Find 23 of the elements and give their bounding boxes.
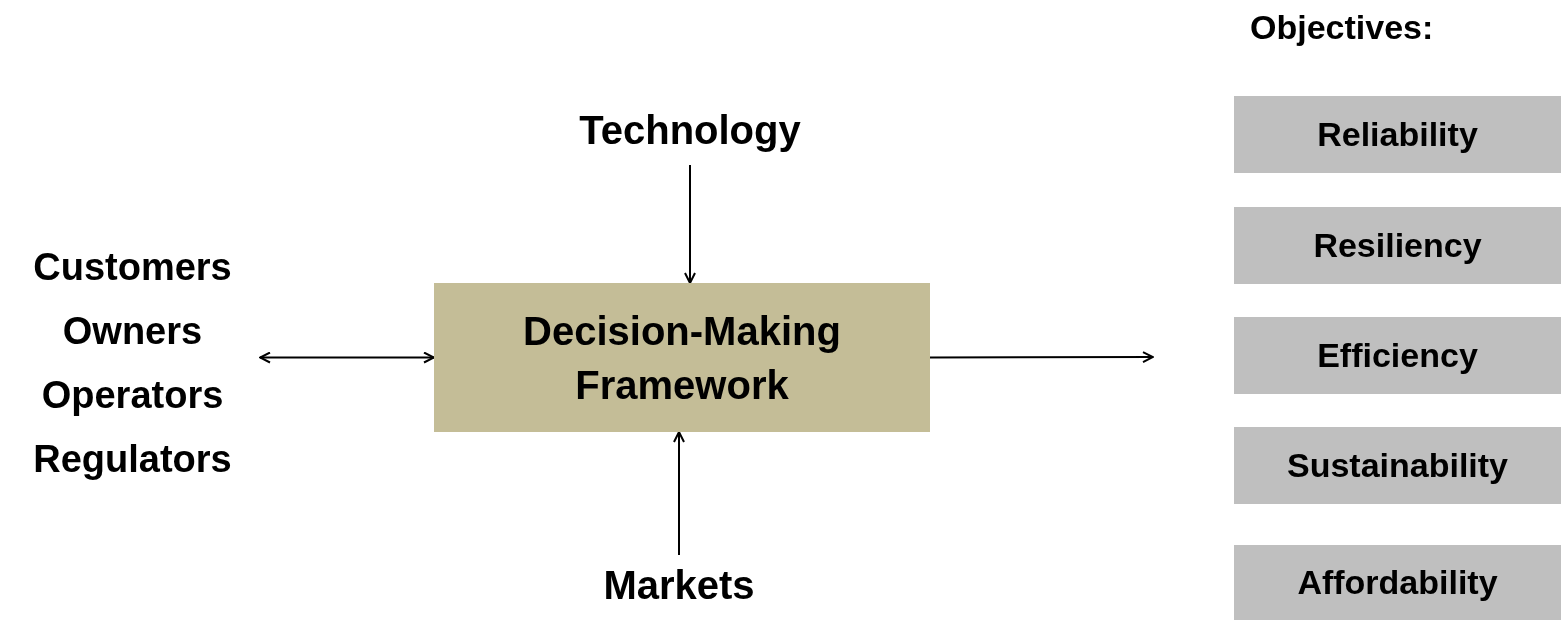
stakeholder-label: Owners	[62, 308, 203, 354]
input-label: Markets	[603, 562, 755, 609]
objective-box	[1234, 207, 1561, 284]
arrow	[684, 164, 696, 284]
objective-box	[1234, 96, 1561, 173]
stakeholder-label: Operators	[41, 372, 224, 418]
arrow	[259, 351, 435, 364]
objective-box	[1234, 317, 1561, 394]
stakeholder-label: Regulators	[33, 436, 232, 482]
input-label: Technology	[579, 107, 801, 154]
arrow	[673, 431, 685, 556]
box-label: Decision-Making Framework	[522, 307, 842, 409]
box-label: Efficiency	[1317, 334, 1478, 376]
arrow	[929, 351, 1154, 363]
process-box	[434, 283, 930, 432]
objective-box	[1234, 427, 1561, 504]
box-label: Affordability	[1297, 561, 1498, 603]
box-label: Resiliency	[1313, 224, 1482, 266]
objective-box	[1234, 545, 1561, 620]
box-label: Sustainability	[1286, 444, 1509, 486]
stakeholder-label: Customers	[33, 244, 232, 290]
box-label: Reliability	[1317, 113, 1478, 155]
heading: Objectives:	[1250, 8, 1434, 47]
